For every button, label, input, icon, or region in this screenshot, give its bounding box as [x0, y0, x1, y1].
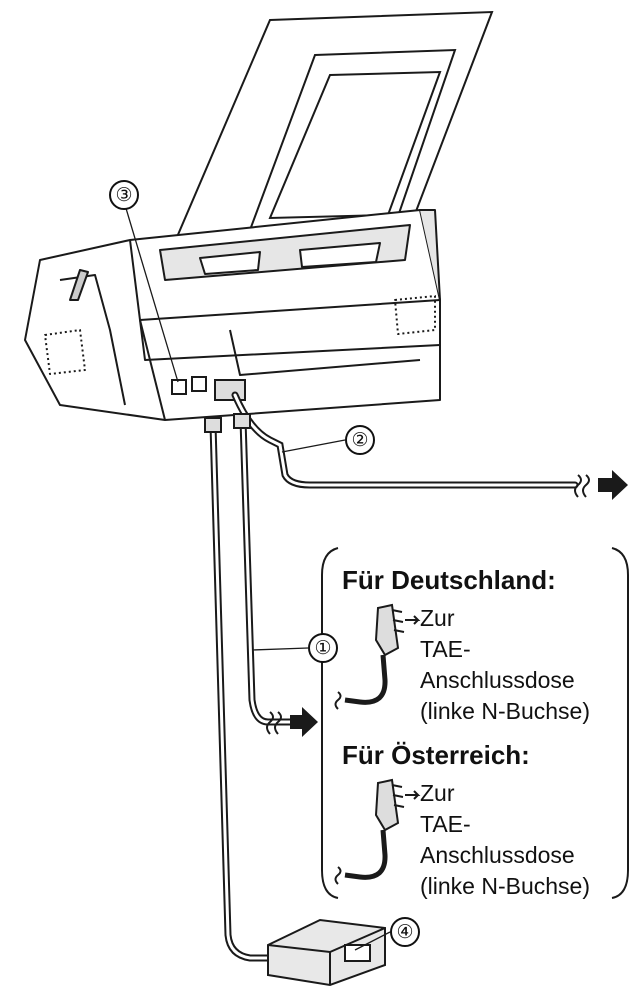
- cable-2-break: [574, 474, 590, 498]
- germany-heading: Für Deutschland:: [342, 565, 556, 595]
- austria-line-2: TAE-: [420, 811, 471, 837]
- tae-plug-austria: [334, 778, 421, 885]
- germany-line-2: TAE-: [420, 636, 471, 662]
- callout-3: ③: [109, 180, 139, 210]
- plugs: [204, 413, 251, 433]
- handset-unit: [267, 918, 386, 987]
- arrow-right: [290, 470, 628, 737]
- germany-line-1: Zur: [420, 605, 455, 631]
- info-panel-brace: [321, 547, 629, 899]
- leader-lines: [124, 204, 391, 951]
- austria-line-3: Anschlussdose: [420, 842, 575, 868]
- germany-line-4: (linke N-Buchse): [420, 698, 590, 724]
- austria-heading: Für Österreich:: [342, 740, 530, 770]
- fax-machine: [24, 209, 441, 421]
- callout-1: ①: [308, 633, 338, 663]
- cable-1-break: [266, 711, 282, 735]
- callout-2: ②: [345, 425, 375, 455]
- austria-line-4: (linke N-Buchse): [420, 873, 590, 899]
- callout-4: ④: [390, 917, 420, 947]
- tae-plug-germany: [334, 603, 421, 710]
- austria-line-1: Zur: [420, 780, 455, 806]
- germany-line-3: Anschlussdose: [420, 667, 575, 693]
